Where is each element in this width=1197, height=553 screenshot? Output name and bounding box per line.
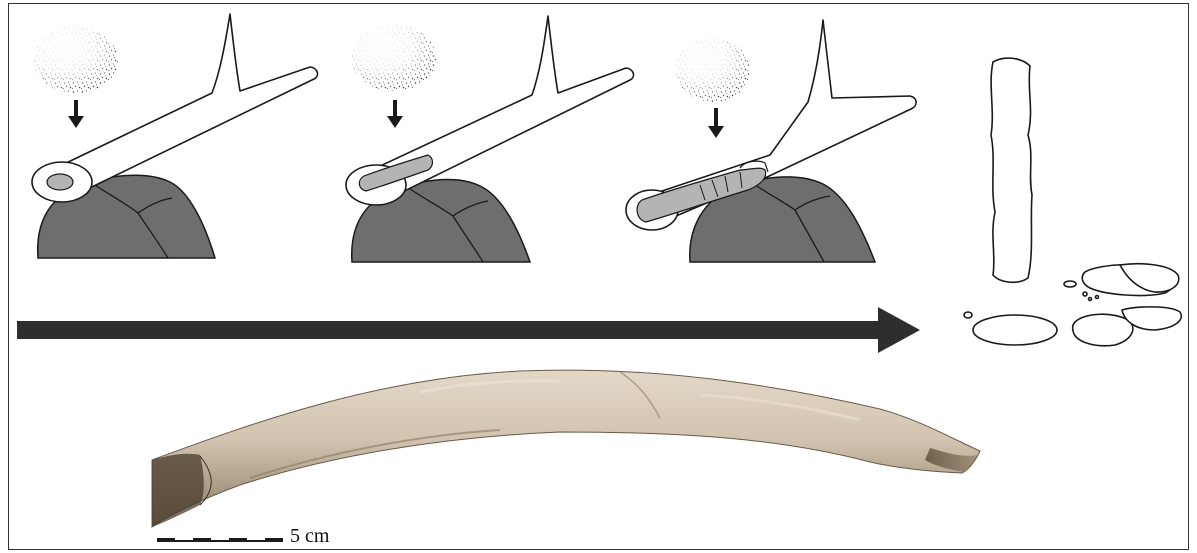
down-arrow-icon <box>68 100 84 128</box>
down-arrow-icon <box>387 100 403 128</box>
scale-bar <box>157 538 283 542</box>
process-arrow <box>17 307 920 353</box>
hammerstone-icon <box>34 27 118 93</box>
scale-bar-label: 5 cm <box>290 525 329 547</box>
bone-photo <box>152 370 980 527</box>
hammerstone-icon <box>676 38 750 102</box>
splinter-icon <box>991 58 1032 282</box>
hammerstone-icon <box>352 25 436 91</box>
stage-2 <box>346 16 633 262</box>
down-arrow-icon <box>708 108 724 138</box>
stage-1 <box>32 14 317 258</box>
result <box>964 58 1181 346</box>
stage-3 <box>626 20 916 262</box>
